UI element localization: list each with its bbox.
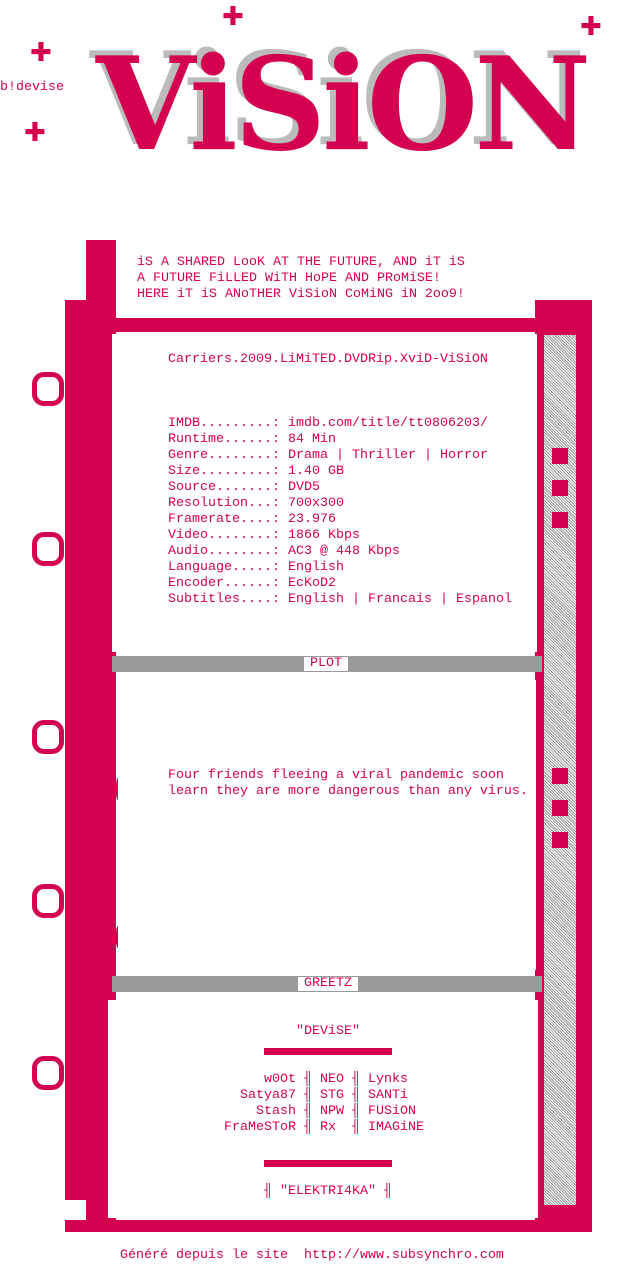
binder-ring	[32, 532, 64, 566]
info-value: English | Francais | Espanol	[288, 592, 512, 607]
plot-panel	[118, 680, 536, 970]
plus-decoration-icon: ✚	[222, 2, 244, 32]
greetz-name: NEO	[320, 1072, 344, 1087]
intro-line: HERE iT iS ANoTHER ViSioN CoMiNG iN 2oo9…	[137, 287, 465, 302]
info-value: 23.976	[288, 512, 336, 527]
intro-panel	[118, 245, 528, 317]
info-key: Resolution...:	[168, 496, 280, 511]
greetz-name: Stash	[256, 1104, 296, 1119]
info-value: Drama | Thriller | Horror	[288, 448, 488, 463]
info-panel	[112, 334, 537, 652]
greetz-name: NPW	[320, 1104, 344, 1119]
info-key: Audio........:	[168, 544, 280, 559]
info-key: IMDB.........:	[168, 416, 280, 431]
vision-logo: ViSiON	[96, 30, 591, 180]
info-value: 1866 Kbps	[288, 528, 360, 543]
greetz-name: SANTi	[368, 1088, 408, 1103]
release-title: Carriers.2009.LiMiTED.DVDRip.XviD-ViSiON	[168, 352, 488, 367]
greetz-label: GREETZ	[298, 977, 358, 991]
binder-ring	[32, 1056, 64, 1090]
info-key: Size.........:	[168, 464, 280, 479]
greetz-name: FUSiON	[368, 1104, 416, 1119]
info-key: Genre........:	[168, 448, 280, 463]
info-value: DVD5	[288, 480, 320, 495]
square-decoration	[552, 448, 568, 464]
plus-decoration-icon: ✚	[24, 118, 46, 148]
info-value: 84 Min	[288, 432, 336, 447]
greetz-name: Rx	[320, 1120, 336, 1135]
square-decoration	[552, 800, 568, 816]
greetz-separator: ╢	[352, 1104, 360, 1119]
info-key: Source.......:	[168, 480, 280, 495]
plus-decoration-icon: ✚	[580, 12, 602, 42]
intro-line: iS A SHARED LooK AT THE FUTURE, AND iT i…	[137, 255, 465, 270]
info-value[interactable]: imdb.com/title/tt0806203/	[288, 416, 488, 431]
info-value: EcKoD2	[288, 576, 336, 591]
greetz-name: STG	[320, 1088, 344, 1103]
binder-ring	[32, 372, 64, 406]
binder-ring	[32, 884, 64, 918]
info-value: 1.40 GB	[288, 464, 344, 479]
devise-tag: b!devise	[0, 80, 64, 95]
info-key: Framerate....:	[168, 512, 280, 527]
square-decoration	[552, 768, 568, 784]
info-value: English	[288, 560, 344, 575]
greetz-separator: ╢	[304, 1104, 312, 1119]
info-key: Subtitles....:	[168, 592, 280, 607]
intro-line: A FUTURE FiLLED WiTH HoPE AND PRoMiSE!	[137, 271, 441, 286]
plus-decoration-icon: ✚	[30, 38, 52, 68]
binder-ring	[32, 720, 64, 754]
info-value: 700x300	[288, 496, 344, 511]
frame-bottom-bar	[65, 1220, 592, 1232]
square-decoration	[552, 512, 568, 528]
greetz-separator: ╢	[304, 1120, 312, 1135]
plot-label: PLOT	[304, 657, 348, 671]
greetz-separator: ╢	[352, 1088, 360, 1103]
frame-top-bar	[100, 318, 592, 332]
info-key: Encoder......:	[168, 576, 280, 591]
greetz-name: FraMeSToR	[224, 1120, 296, 1135]
greetz-rule	[264, 1160, 392, 1167]
info-value: AC3 @ 448 Kbps	[288, 544, 400, 559]
info-key: Video........:	[168, 528, 280, 543]
footer-source: Généré depuis le site http://www.subsync…	[120, 1248, 504, 1263]
greetz-name: Lynks	[368, 1072, 408, 1087]
greetz-separator: ╢	[352, 1120, 360, 1135]
info-key: Language.....:	[168, 560, 280, 575]
square-decoration	[552, 832, 568, 848]
greetz-name: w0Ot	[264, 1072, 296, 1087]
greetz-rule	[264, 1048, 392, 1055]
info-key: Runtime......:	[168, 432, 280, 447]
plot-line: learn they are more dangerous than any v…	[168, 784, 528, 799]
square-decoration	[552, 480, 568, 496]
frame-left-outer	[65, 300, 105, 1200]
plot-line: Four friends fleeing a viral pandemic so…	[168, 768, 504, 783]
greetz-footer: ╢ "ELEKTRI4KA" ╢	[264, 1184, 392, 1199]
greetz-separator: ╢	[304, 1072, 312, 1087]
greetz-group: "DEViSE"	[296, 1024, 360, 1039]
greetz-separator: ╢	[352, 1072, 360, 1087]
greetz-name: IMAGiNE	[368, 1120, 424, 1135]
greetz-separator: ╢	[304, 1088, 312, 1103]
greetz-panel	[108, 1000, 538, 1218]
greetz-name: Satya87	[240, 1088, 296, 1103]
